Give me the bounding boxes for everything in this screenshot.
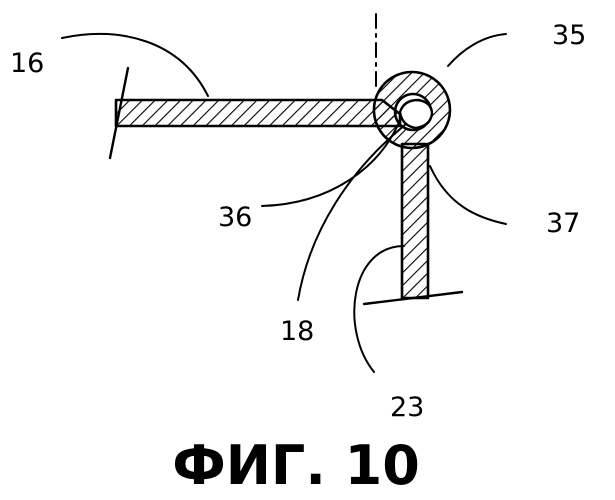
vertical-web bbox=[402, 144, 428, 298]
label-23: 23 bbox=[390, 392, 424, 423]
leader-36 bbox=[262, 120, 400, 206]
label-18: 18 bbox=[280, 316, 314, 347]
label-36: 36 bbox=[218, 202, 252, 233]
leader-23 bbox=[354, 246, 404, 372]
figure-caption: ФИГ. 10 bbox=[172, 434, 420, 497]
horizontal-panel bbox=[116, 100, 400, 126]
label-37: 37 bbox=[546, 208, 580, 239]
leader-37 bbox=[430, 166, 506, 224]
label-16: 16 bbox=[10, 48, 44, 79]
leader-18 bbox=[298, 124, 406, 300]
leader-16 bbox=[62, 34, 208, 96]
label-35: 35 bbox=[552, 20, 586, 51]
leader-35 bbox=[448, 34, 506, 66]
